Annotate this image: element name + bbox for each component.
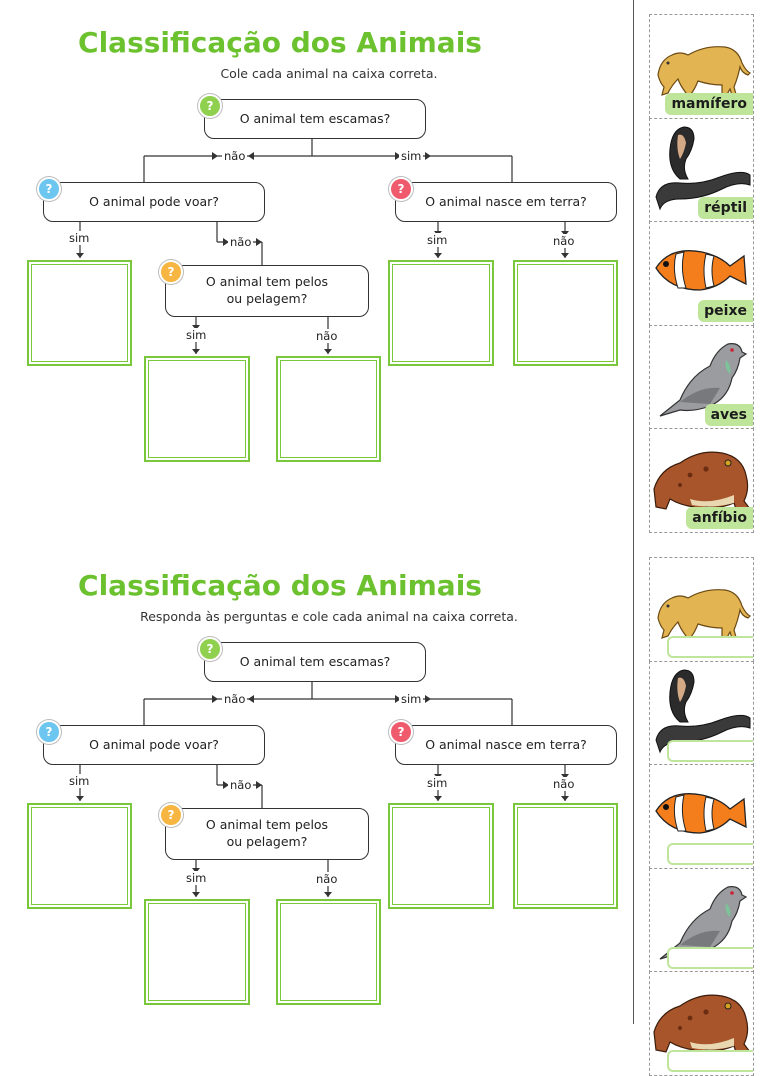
question-fur-line2: ou pelagem?	[226, 291, 308, 306]
worksheet-title: Classificação dos Animais	[78, 26, 482, 59]
branch-label-sim: sim	[399, 692, 424, 706]
worksheet-subtitle: Responda às perguntas e cole cada animal…	[140, 609, 518, 624]
question-land: O animal nasce em terra?	[395, 182, 617, 222]
blank-label-slot[interactable]	[667, 636, 753, 658]
question-fur: O animal tem pelos ou pelagem?	[165, 808, 369, 860]
question-fur-line2: ou pelagem?	[226, 834, 308, 849]
question-land: O animal nasce em terra?	[395, 725, 617, 765]
answer-box-flies[interactable]	[27, 803, 132, 909]
question-badge-blue: ?	[37, 177, 61, 201]
branch-label-nao: não	[222, 149, 248, 163]
question-badge-orange: ?	[159, 803, 183, 827]
question-land-text: O animal nasce em terra?	[425, 193, 587, 209]
question-badge-red: ?	[389, 177, 413, 201]
question-badge-green: ?	[198, 637, 222, 661]
answer-box-no-fur[interactable]	[276, 356, 381, 462]
answer-box-born-on-land[interactable]	[388, 803, 494, 909]
branch-label-nao: não	[551, 234, 577, 248]
branch-label-nao: não	[228, 778, 254, 792]
question-land-text: O animal nasce em terra?	[425, 736, 587, 752]
animal-card[interactable]: aves	[649, 324, 754, 430]
animal-card[interactable]: peixe	[649, 221, 754, 326]
question-scales-text: O animal tem escamas?	[239, 653, 391, 669]
worksheet-subtitle: Cole cada animal na caixa correta.	[220, 66, 438, 81]
answer-box-fur[interactable]	[144, 899, 250, 1005]
branch-label-nao: não	[314, 329, 340, 343]
branch-label-nao: não	[222, 692, 248, 706]
animal-class-label: anfíbio	[686, 507, 753, 529]
branch-label-sim: sim	[67, 231, 92, 245]
branch-label-nao: não	[551, 777, 577, 791]
animal-card[interactable]	[649, 764, 754, 869]
question-fur-line1: O animal tem pelos	[205, 817, 329, 833]
question-fly-text: O animal pode voar?	[89, 193, 219, 209]
question-fly-text: O animal pode voar?	[89, 736, 219, 752]
animal-class-label: réptil	[698, 196, 753, 219]
answer-box-flies[interactable]	[27, 260, 132, 366]
branch-label-nao: não	[314, 872, 340, 886]
animal-card[interactable]	[649, 557, 754, 662]
flowchart-connectors	[76, 680, 569, 897]
question-badge-blue: ?	[37, 720, 61, 744]
question-badge-red: ?	[389, 720, 413, 744]
branch-label-sim: sim	[67, 774, 92, 788]
animal-card[interactable]	[649, 867, 754, 973]
worksheet-bottom: Classificação dos Animais Responda às pe…	[0, 543, 633, 1024]
question-badge-orange: ?	[159, 260, 183, 284]
question-scales: O animal tem escamas?	[204, 99, 426, 139]
animal-card[interactable]	[649, 660, 754, 766]
animal-class-label: peixe	[698, 300, 753, 322]
question-scales: O animal tem escamas?	[204, 642, 426, 682]
answer-box-born-on-land[interactable]	[388, 260, 494, 366]
worksheet-top: Classificação dos Animais Cole cada anim…	[0, 0, 633, 512]
animal-card[interactable]: mamífero	[649, 14, 754, 119]
question-fly: O animal pode voar?	[43, 725, 265, 765]
question-scales-text: O animal tem escamas?	[239, 110, 391, 126]
answer-box-no-fur[interactable]	[276, 899, 381, 1005]
branch-label-sim: sim	[184, 328, 209, 342]
question-badge-green: ?	[198, 94, 222, 118]
animal-class-label: mamífero	[665, 93, 753, 115]
animal-class-label: aves	[704, 403, 753, 426]
column-divider	[633, 0, 634, 1024]
blank-label-slot[interactable]	[667, 946, 753, 969]
branch-label-nao: não	[228, 235, 254, 249]
blank-label-slot[interactable]	[667, 739, 753, 762]
branch-label-sim: sim	[425, 233, 450, 247]
branch-label-sim: sim	[399, 149, 424, 163]
question-fur-line1: O animal tem pelos	[205, 274, 329, 290]
animal-card[interactable]: anfíbio	[649, 428, 754, 533]
blank-label-slot[interactable]	[667, 843, 753, 865]
answer-box-fur[interactable]	[144, 356, 250, 462]
animal-card[interactable]: réptil	[649, 117, 754, 223]
answer-box-born-in-water[interactable]	[513, 260, 618, 366]
question-fur: O animal tem pelos ou pelagem?	[165, 265, 369, 317]
answer-box-born-in-water[interactable]	[513, 803, 618, 909]
worksheet-title: Classificação dos Animais	[78, 569, 482, 602]
blank-label-slot[interactable]	[667, 1050, 753, 1072]
flowchart-connectors	[76, 137, 569, 354]
branch-label-sim: sim	[425, 776, 450, 790]
branch-label-sim: sim	[184, 871, 209, 885]
question-fly: O animal pode voar?	[43, 182, 265, 222]
